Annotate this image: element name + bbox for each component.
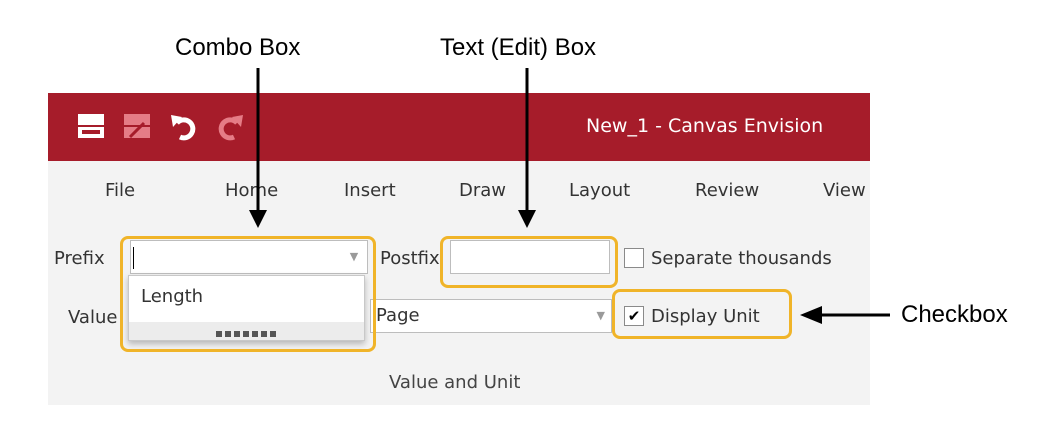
text-box-arrowhead: [518, 210, 536, 228]
menu-layout[interactable]: Layout: [569, 180, 631, 201]
menu-draw[interactable]: Draw: [459, 180, 507, 201]
postfix-label: Postfix: [380, 248, 440, 269]
ribbon-group-label: Value and Unit: [389, 372, 521, 393]
text-caret: [133, 247, 134, 269]
prefix-label: Prefix: [54, 248, 105, 269]
app-window: New_1 - Canvas Envision File Home Insert…: [48, 93, 870, 405]
text-box-callout: Text (Edit) Box: [440, 34, 597, 61]
value-dropdown[interactable]: Page ▼: [370, 299, 612, 333]
window-title: New_1 - Canvas Envision: [586, 115, 824, 137]
separate-thousands-checkbox[interactable]: [624, 248, 644, 268]
combo-box-arrowhead: [249, 210, 267, 228]
resize-grip[interactable]: [129, 322, 364, 340]
combo-box-highlight: [120, 236, 376, 352]
save-icon[interactable]: [76, 111, 106, 141]
menu-home[interactable]: Home: [225, 180, 279, 201]
chevron-down-icon[interactable]: ▼: [596, 309, 605, 322]
checkbox-highlight: [612, 289, 792, 339]
menu-file[interactable]: File: [105, 180, 136, 201]
display-unit-label: Display Unit: [651, 306, 760, 327]
prefix-combo-box[interactable]: ▼: [130, 240, 368, 274]
redo-icon[interactable]: [216, 111, 246, 141]
combo-box-callout: Combo Box: [175, 34, 301, 61]
value-dropdown-selected: Page: [376, 305, 420, 326]
combo-dropdown-list: Length: [128, 275, 365, 341]
chevron-down-icon[interactable]: ▼: [349, 250, 359, 263]
menu-review[interactable]: Review: [695, 180, 760, 201]
checkbox-callout: Checkbox: [901, 301, 1008, 328]
combo-option-length[interactable]: Length: [141, 286, 204, 307]
postfix-text-box[interactable]: [450, 240, 610, 274]
menu-view[interactable]: View: [823, 180, 866, 201]
display-unit-checkbox[interactable]: ✔: [624, 306, 644, 326]
text-box-highlight: [440, 236, 618, 288]
separate-thousands-label: Separate thousands: [651, 248, 832, 269]
menu-insert[interactable]: Insert: [344, 180, 396, 201]
checkbox-arrowhead: [800, 306, 822, 324]
undo-icon[interactable]: [168, 111, 198, 141]
title-bar: New_1 - Canvas Envision: [48, 93, 870, 161]
grip-icon: [215, 331, 278, 337]
value-label: Value: [68, 307, 118, 328]
save-as-icon[interactable]: [122, 111, 152, 141]
